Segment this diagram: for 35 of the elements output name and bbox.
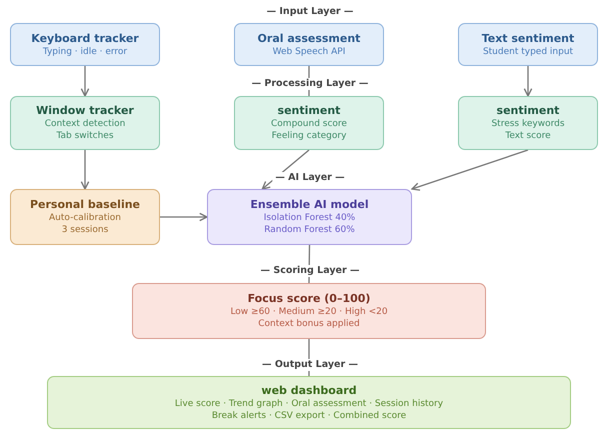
- process-box: [234, 96, 384, 150]
- arrow: [80, 150, 90, 190]
- box-detail: Typing · idle · error: [42, 46, 128, 58]
- process-box: [10, 23, 160, 66]
- process-box: [132, 283, 486, 339]
- box-title: sentiment: [278, 104, 340, 118]
- box-title: Focus score (0–100): [248, 292, 370, 306]
- process-box: [458, 96, 598, 150]
- box-detail: Low ≥60 · Medium ≥20 · High <20 Context bonus applied: [229, 306, 389, 330]
- process-box: [234, 23, 384, 66]
- box-title: Personal baseline: [30, 198, 140, 212]
- box-detail: Context detection Tab switches: [44, 118, 126, 142]
- box-detail: Auto-calibration 3 sessions: [48, 212, 122, 236]
- arrow: [160, 212, 208, 222]
- box-title: Text sentiment: [482, 32, 574, 46]
- process-box: [207, 189, 412, 245]
- process-box: [10, 189, 160, 245]
- arrow: [411, 149, 528, 191]
- box-title: sentiment: [496, 104, 560, 118]
- box-detail: Student typed input: [482, 46, 574, 58]
- box-title: web dashboard: [261, 384, 357, 398]
- process-box: [458, 23, 598, 66]
- process-box: [10, 96, 160, 150]
- arrow: [80, 66, 90, 97]
- box-detail: Compound score Feeling category: [270, 118, 348, 142]
- box-title: Oral assessment: [258, 32, 360, 46]
- box-title: Window tracker: [36, 104, 134, 118]
- box-title: Ensemble AI model: [250, 198, 369, 212]
- arrow: [524, 66, 532, 97]
- box-title: Keyboard tracker: [31, 32, 139, 46]
- box-detail: Live score · Trend graph · Oral assessment · Session history Break alerts · CSV export · Combined score: [174, 398, 444, 422]
- box-detail: Web Speech API: [272, 46, 346, 58]
- box-detail: Stress keywords Text score: [490, 118, 566, 142]
- box-detail: Isolation Forest 40% Random Forest 60%: [262, 212, 356, 236]
- dashboard-box: [47, 376, 571, 429]
